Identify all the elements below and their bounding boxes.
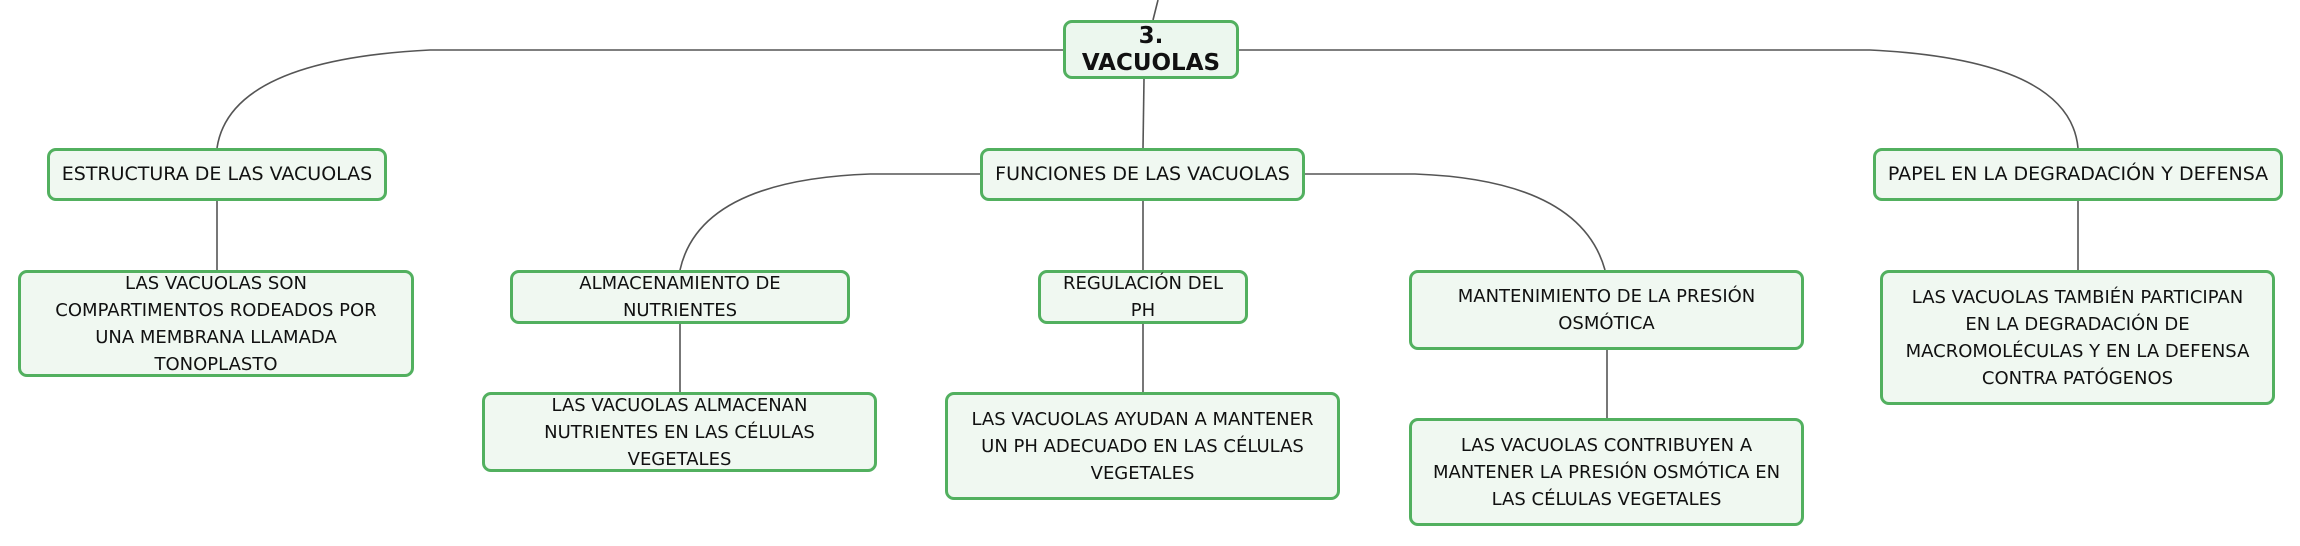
estructura-node[interactable]: ESTRUCTURA DE LAS VACUOLAS [47,148,387,201]
root-node[interactable]: 3. VACUOLAS [1063,20,1239,79]
papel-detail-node[interactable]: LAS VACUOLAS TAMBIÉN PARTICIPAN EN LA DE… [1880,270,2275,405]
link-root-papel [1239,49,2079,149]
link-parent-root [1152,0,1159,21]
ph-node[interactable]: REGULACIÓN DEL PH [1038,270,1248,324]
link-root-funciones [1142,78,1145,149]
link-funciones-presion [1305,173,1606,271]
link-funciones-almacenamiento [679,173,980,271]
almacenamiento-node[interactable]: ALMACENAMIENTO DE NUTRIENTES [510,270,850,324]
funciones-node[interactable]: FUNCIONES DE LAS VACUOLAS [980,148,1305,201]
link-root-estructura [216,49,1063,149]
presion-detail-node[interactable]: LAS VACUOLAS CONTRIBUYEN A MANTENER LA P… [1409,418,1804,526]
estructura-detail-node[interactable]: LAS VACUOLAS SON COMPARTIMENTOS RODEADOS… [18,270,414,377]
papel-node[interactable]: PAPEL EN LA DEGRADACIÓN Y DEFENSA [1873,148,2283,201]
almacenamiento-detail-node[interactable]: LAS VACUOLAS ALMACENAN NUTRIENTES EN LAS… [482,392,877,472]
presion-node[interactable]: MANTENIMIENTO DE LA PRESIÓN OSMÓTICA [1409,270,1804,350]
ph-detail-node[interactable]: LAS VACUOLAS AYUDAN A MANTENER UN PH ADE… [945,392,1340,500]
